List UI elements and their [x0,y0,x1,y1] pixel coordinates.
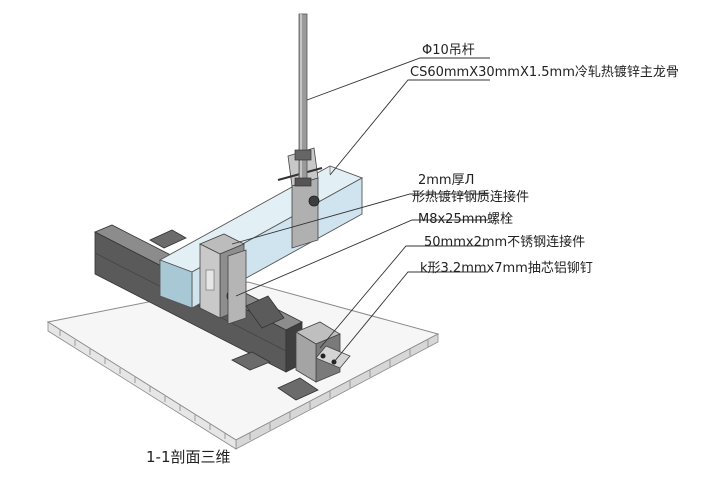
label-rivet: k形3.2mmx7mm抽芯铝铆钉 [420,261,593,276]
suspension-rod [294,13,312,187]
label-main-keel: CS60mmX30mmX1.5mm冷轧热镀锌主龙骨 [410,64,679,80]
label-rod: Φ10吊杆 [422,43,475,58]
panel-feet [149,229,319,401]
figure-caption: 1-1剖面三维 [146,448,231,466]
vertical-connector [227,249,285,329]
label-connector-line2: 形热镀锌钢质连接件 [412,189,529,205]
label-bolt: M8x25mm螺栓 [418,212,513,227]
label-connector-line1: 2mm厚Л [418,173,474,188]
leader-lines [231,57,490,363]
label-stainless-connector: 50mmx2mm不锈钢连接件 [424,234,585,250]
